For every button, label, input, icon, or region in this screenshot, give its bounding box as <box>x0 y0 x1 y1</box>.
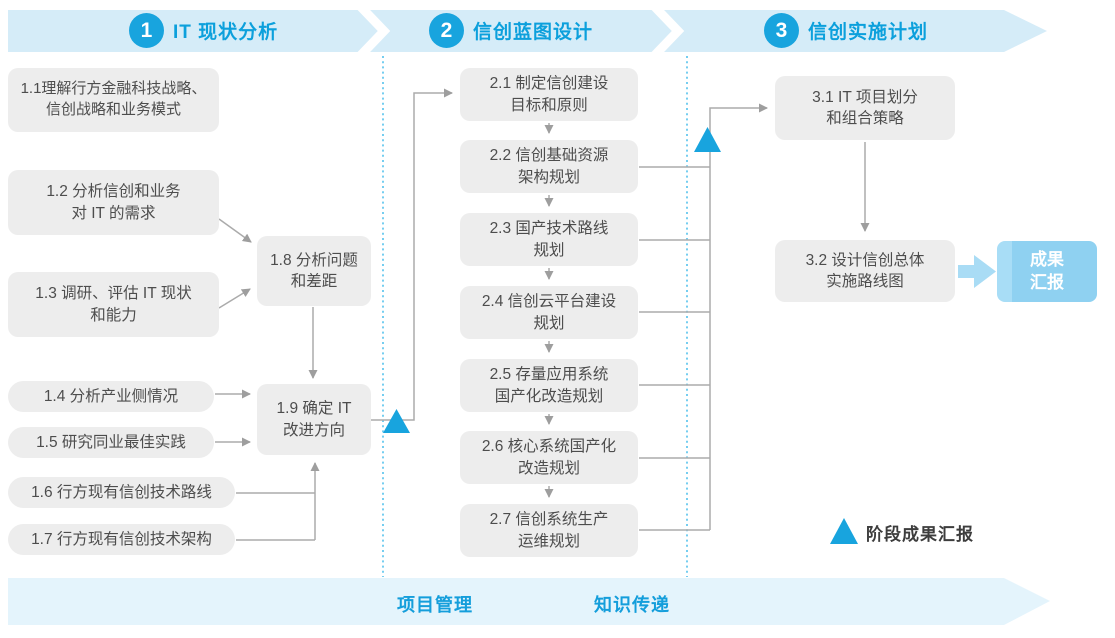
milestone-triangle-stage1-icon <box>383 409 410 433</box>
footer-label-knowledge-transfer: 知识传递 <box>594 595 670 615</box>
phase-band-chevron-2 <box>650 2 685 60</box>
task-box-2-6: 2.6 核心系统国产化 改造规划 <box>460 431 638 484</box>
phase-band-chevron-1 <box>356 2 391 60</box>
task-box-3-2: 3.2 设计信创总体 实施路线图 <box>775 240 955 302</box>
task-box-1-9: 1.9 确定 IT 改进方向 <box>257 384 371 455</box>
phase-1-number-badge: 1 <box>129 13 164 48</box>
task-box-2-1: 2.1 制定信创建设 目标和原则 <box>460 68 638 121</box>
task-box-3-1: 3.1 IT 项目划分 和组合策略 <box>775 76 955 140</box>
legend-label: 阶段成果汇报 <box>866 525 974 544</box>
phase-1-header: 1 IT 现状分析 <box>129 13 278 48</box>
connector-1-6-1-7-to-1-9 <box>236 463 315 541</box>
milestone-triangle-stage3-icon <box>694 127 721 152</box>
task-box-1-2: 1.2 分析信创和业务 对 IT 的需求 <box>8 170 219 235</box>
task-box-2-3: 2.3 国产技术路线 规划 <box>460 213 638 266</box>
phase-1-label: IT 现状分析 <box>173 22 279 43</box>
phase-3-header: 3 信创实施计划 <box>764 13 928 48</box>
phase-2-label: 信创蓝图设计 <box>473 22 594 43</box>
task-box-2-7: 2.7 信创系统生产 运维规划 <box>460 504 638 557</box>
task-box-1-6: 1.6 行方现有信创技术路线 <box>8 477 235 508</box>
phase-3-label: 信创实施计划 <box>808 22 929 43</box>
legend-milestone-triangle-icon <box>830 518 858 544</box>
task-box-2-5: 2.5 存量应用系统 国产化改造规划 <box>460 359 638 412</box>
result-arrow <box>958 255 996 288</box>
phase-2-header: 2 信创蓝图设计 <box>429 13 593 48</box>
footer-label-project-management: 项目管理 <box>397 595 473 615</box>
task-box-1-7: 1.7 行方现有信创技术架构 <box>8 524 235 555</box>
result-box: 成果 汇报 <box>997 241 1097 302</box>
phase-2-number-badge: 2 <box>429 13 464 48</box>
connector-1-3-to-1-8 <box>218 288 251 309</box>
task-box-1-8: 1.8 分析问题 和差距 <box>257 236 371 306</box>
footer-band <box>8 578 1050 625</box>
phase-3-number-badge: 3 <box>764 13 799 48</box>
task-box-1-3: 1.3 调研、评估 IT 现状 和能力 <box>8 272 219 337</box>
task-box-1-1: 1.1理解行方金融科技战略、 信创战略和业务模式 <box>8 68 219 132</box>
connector-stage2-collector-to-3-1 <box>639 108 767 531</box>
task-box-1-5: 1.5 研究同业最佳实践 <box>8 427 214 458</box>
task-box-1-4: 1.4 分析产业侧情况 <box>8 381 214 412</box>
connector-1-9-to-2-1 <box>371 88 453 421</box>
task-box-2-4: 2.4 信创云平台建设 规划 <box>460 286 638 339</box>
task-box-2-2: 2.2 信创基础资源 架构规划 <box>460 140 638 193</box>
connector-1-2-to-1-8 <box>218 218 252 243</box>
